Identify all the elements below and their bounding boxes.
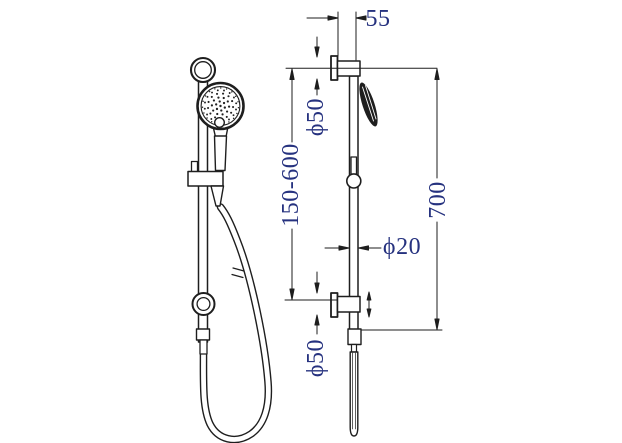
- arrowhead: [434, 68, 440, 80]
- arrowhead: [327, 15, 339, 21]
- arrowhead: [314, 282, 320, 294]
- bottom-bracket-body: [336, 295, 361, 313]
- dim-label-adjustable-height: 150-600: [278, 143, 304, 227]
- dim-label-overall-height: 700: [425, 181, 451, 219]
- dim-wall-offset: [306, 11, 367, 61]
- arrowhead: [289, 68, 295, 80]
- arrowhead: [314, 46, 320, 58]
- bottom-escutcheon-inner: [196, 296, 211, 312]
- hose-drop-tube-lines: [352, 352, 356, 430]
- arrowhead: [366, 291, 372, 301]
- hose-neck: [350, 343, 358, 353]
- dim-bottom-escutcheon: [314, 271, 320, 335]
- dim-slider-travel: [284, 68, 338, 301]
- handset-profile-highlight: [362, 85, 377, 122]
- top-ring-inner: [194, 61, 212, 79]
- adjustability-arrow: [366, 291, 372, 318]
- hose-joint-band: [231, 267, 245, 279]
- dim-label-top-escutcheon: ϕ50: [303, 97, 329, 137]
- arrowhead: [434, 318, 440, 330]
- bottom-escutcheon: [191, 292, 216, 316]
- slider-circle: [345, 173, 362, 189]
- hose-drop-tube: [349, 351, 359, 437]
- arrowhead: [289, 288, 295, 300]
- dim-rail-length: [360, 68, 443, 331]
- dim-label-bottom-escutcheon: ϕ50: [303, 338, 329, 378]
- arrowhead: [314, 78, 320, 90]
- handle-outlet-cone: [210, 185, 225, 207]
- dimension-lines: [284, 11, 443, 335]
- front-view: [187, 56, 273, 443]
- arrowhead: [358, 245, 369, 251]
- hose-inlet-stub: [199, 339, 208, 355]
- dim-label-wall-offset: 55: [365, 6, 391, 32]
- arrowhead: [355, 15, 367, 21]
- arrowhead: [366, 308, 372, 318]
- dim-rail-diameter: [324, 245, 382, 251]
- dim-top-escutcheon: [314, 36, 320, 96]
- handle-end: [350, 156, 358, 175]
- arrowhead: [338, 245, 350, 251]
- handset-handle: [213, 135, 228, 172]
- hose-inlet-collar: [195, 328, 211, 341]
- rail-tube: [348, 75, 359, 331]
- spray-face-dots: [201, 87, 240, 123]
- arrowhead: [314, 314, 320, 326]
- dim-label-rail-diameter: ϕ20: [382, 234, 422, 260]
- hose-connector: [347, 328, 362, 346]
- bottom-bracket-flange: [330, 292, 339, 318]
- spray-mode-button: [213, 116, 225, 128]
- slider-bracket: [187, 170, 224, 187]
- shower-hose: [199, 203, 273, 443]
